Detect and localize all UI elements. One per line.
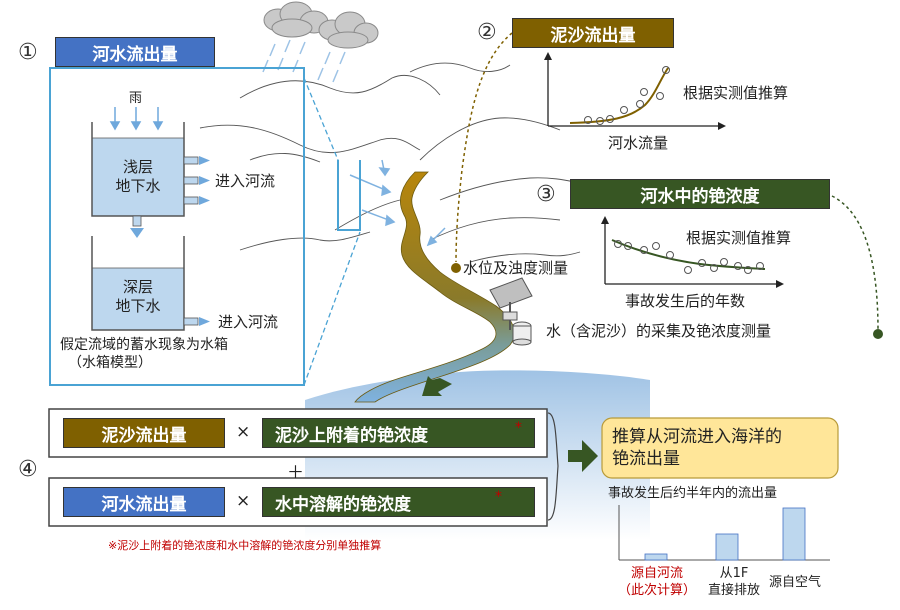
river-outflow-box: 河水流出量 — [63, 487, 225, 517]
tank-model-caption: 假定流域的蓄水现象为水箱 （水箱模型） — [60, 337, 228, 371]
bar-direct-label: 从1F 直接排放 — [707, 566, 760, 598]
shallow-groundwater-label: 浅层 地下水 — [115, 158, 161, 195]
step-number-1: ① — [18, 40, 38, 65]
result-bar-chart — [618, 505, 830, 561]
dissolved-cesium-box: 水中溶解的铯浓度 — [262, 487, 535, 517]
multiply-sign-2: × — [236, 491, 251, 511]
asterisk-2: * — [495, 489, 502, 505]
multiply-sign-1: × — [236, 422, 251, 442]
plus-sign: ＋ — [287, 463, 304, 483]
to-river-label-2: 进入河流 — [218, 313, 279, 331]
step-number-2: ② — [477, 20, 497, 45]
callout-lines — [303, 77, 361, 386]
result-box — [601, 417, 839, 479]
sediment-outflow-title: 泥沙流出量 — [512, 18, 674, 48]
shallow-outflows — [183, 156, 199, 205]
down-arrow-icon — [422, 376, 452, 396]
deep-groundwater-label: 深层 地下水 — [115, 278, 161, 315]
river — [354, 171, 515, 403]
sampling-label: 水（含泥沙）的采集及铯浓度测量 — [546, 322, 772, 340]
sediment-cesium-box: 泥沙上附着的铯浓度 — [262, 418, 535, 448]
bar-air — [782, 507, 806, 561]
bar-direct — [715, 533, 739, 561]
leader-lines — [455, 32, 513, 263]
chart2-estimate-label: 根据实测值推算 — [683, 84, 789, 102]
shallow-tank-water — [92, 138, 184, 216]
brace — [547, 412, 559, 521]
result-text: 推算从河流进入海洋的 铯流出量 — [612, 427, 782, 469]
cloud-icon — [263, 1, 379, 49]
marker-dot-green — [873, 329, 883, 339]
to-river-label-1: 进入河流 — [215, 172, 276, 190]
percolation-arrow-icon — [130, 228, 144, 238]
flow-arrows — [349, 159, 446, 247]
bar-air-label: 源自空气 — [768, 575, 821, 590]
leader-line-3 — [831, 195, 879, 331]
measuring-station-icon — [489, 277, 533, 346]
step-number-3: ③ — [536, 182, 556, 207]
asterisk-1: * — [515, 420, 522, 436]
chart2-axes — [547, 58, 720, 127]
chart2-points — [584, 66, 670, 125]
sediment-outflow-box: 泥沙流出量 — [63, 418, 225, 448]
marker-dot — [451, 263, 461, 273]
chart3-points — [614, 240, 764, 274]
step-number-4: ④ — [18, 457, 38, 482]
deep-tank-water — [92, 268, 184, 330]
footnote: ※泥沙上附着的铯浓度和水中溶解的铯浓度分别单独推算 — [108, 539, 382, 552]
tank-model-frame — [49, 67, 305, 386]
result-subtitle: 事故发生后约半年内的流出量 — [608, 486, 778, 501]
rain-arrows — [109, 107, 164, 131]
deep-tank-wall — [91, 236, 185, 331]
water-level-label: 水位及浊度测量 — [463, 259, 569, 277]
right-arrow-icon — [568, 440, 598, 472]
bar-river — [644, 553, 668, 561]
chart3-curve — [611, 239, 766, 270]
chart2-xlabel: 河水流量 — [608, 134, 669, 152]
outflow-arrow-icons — [199, 156, 210, 205]
mountain-ridges — [199, 62, 581, 263]
rain-label: 雨 — [129, 91, 143, 106]
river-cesium-title: 河水中的铯浓度 — [570, 179, 830, 209]
chart3-estimate-label: 根据实测值推算 — [686, 229, 792, 247]
chart3-xlabel: 事故发生后的年数 — [625, 292, 746, 310]
river-outflow-title: 河水流出量 — [55, 37, 215, 67]
chart2-curve — [569, 67, 669, 124]
bar-river-label: 源自河流 （此次计算） — [617, 566, 696, 598]
chart3-axes — [604, 222, 778, 285]
